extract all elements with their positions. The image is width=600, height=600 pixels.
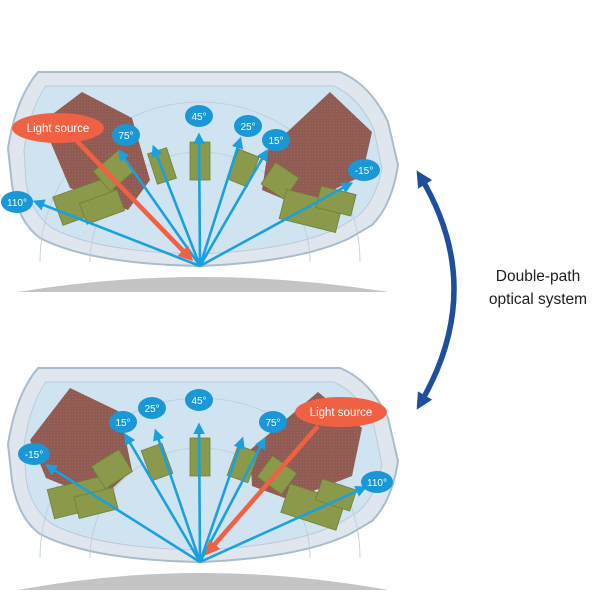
double-path-caption: Double-path optical system [476,265,600,311]
svg-text:25°: 25° [240,122,255,133]
sensor-housings [46,437,358,531]
beam-minus15 [45,464,201,564]
svg-text:15°: 15° [115,418,130,429]
angle-badge-25: 25° [138,397,166,419]
light-source-badge: Light source [295,397,387,427]
angle-badges: 15° 25° 45° 75° -15° 110° [18,389,393,493]
panel-bottom: Light source 15° 25° 45° 75° -15° 110° [6,367,400,590]
svg-text:-15°: -15° [355,166,373,177]
beam-25 [198,136,244,267]
beam-110 [199,486,368,564]
angle-badge-75: 75° [112,124,140,146]
beam-15 [198,148,268,267]
angle-badge-110: 110° [361,471,393,493]
svg-text:75°: 75° [118,131,133,142]
beam-25 [153,428,202,563]
svg-text:25°: 25° [144,404,159,415]
beam-minus15 [199,182,354,268]
light-source-beam [68,132,194,262]
angle-badge-minus15: -15° [18,443,50,465]
svg-text:-15°: -15° [25,450,43,461]
sample-surface [18,277,388,292]
beam-45 [193,422,205,563]
svg-text:110°: 110° [7,198,27,209]
svg-text:75°: 75° [265,418,280,429]
svg-text:15°: 15° [268,136,283,147]
angle-badge-45: 45° [185,389,213,411]
light-source-beam [205,424,320,556]
light-source-badge: Light source [12,113,104,143]
svg-text:45°: 45° [191,396,206,407]
angle-badge-minus15: -15° [348,159,380,181]
svg-text:45°: 45° [191,112,206,123]
svg-text:110°: 110° [367,478,387,489]
angle-badge-45: 45° [185,105,213,127]
beam-15 [124,432,202,563]
beam-110 [32,199,201,268]
beam-45 [193,132,205,267]
light-source-label: Light source [27,123,90,135]
angle-badge-15: 15° [262,129,290,151]
panel-top: Light source 75° 45° 25° 15° -15° 110° [1,71,400,292]
angle-badges: 75° 45° 25° 15° -15° 110° [1,105,380,213]
angle-badge-25: 25° [234,115,262,137]
angle-badge-110: 110° [1,191,33,213]
angle-badge-75: 75° [259,411,287,433]
angle-badge-15: 15° [109,411,137,433]
caption-line-2: optical system [488,291,588,308]
double-path-arrow [416,170,457,410]
caption-line-1: Double-path [495,268,581,285]
sample-surface [18,573,388,590]
light-source-label: Light source [310,407,373,419]
